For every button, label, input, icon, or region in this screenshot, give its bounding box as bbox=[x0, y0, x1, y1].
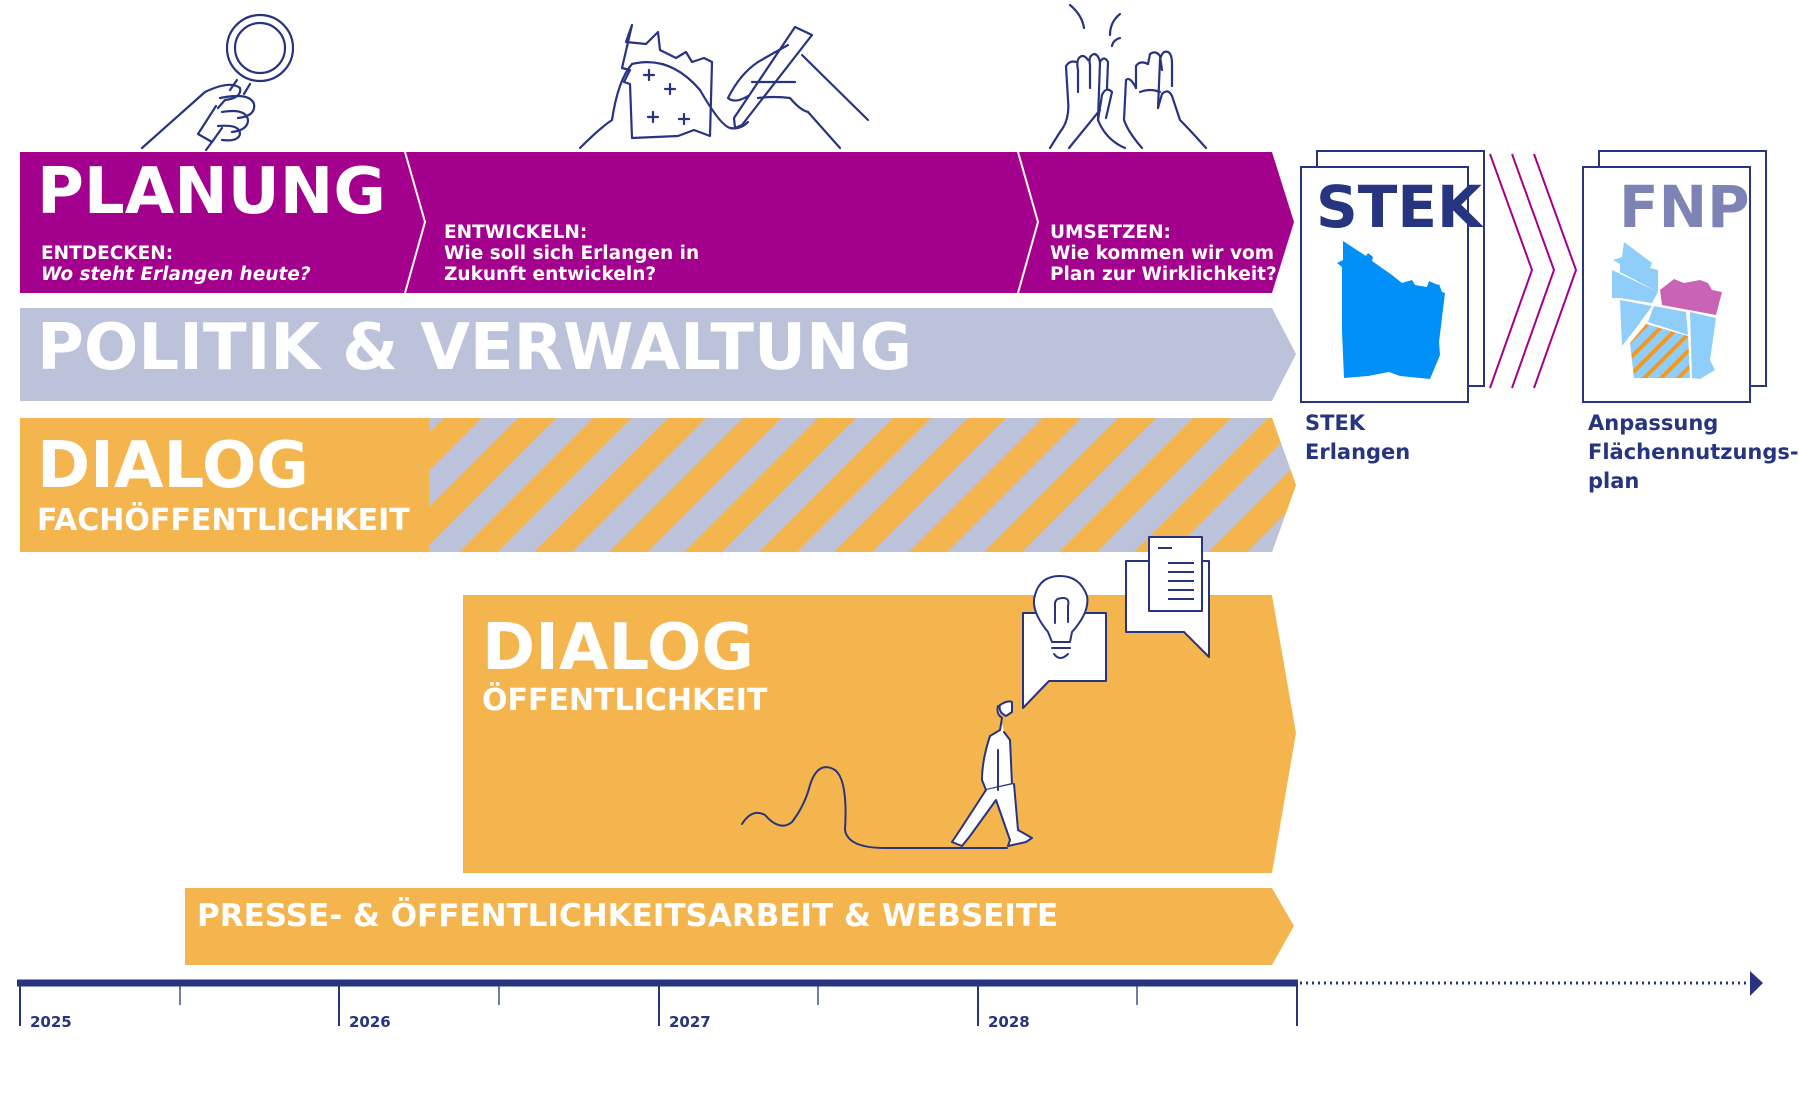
phase-entdecken: ENTDECKEN: Wo steht Erlangen heute? bbox=[41, 243, 311, 285]
transition-chevrons-icon bbox=[1489, 153, 1578, 389]
phase-label: UMSETZEN: bbox=[1050, 222, 1171, 243]
stek-document-icon bbox=[1300, 150, 1485, 403]
planung-title: PLANUNG bbox=[37, 155, 386, 229]
dialog-oeff-subtitle: ÖFFENTLICHKEIT bbox=[482, 683, 768, 718]
timeline-arrowhead-icon bbox=[1750, 971, 1763, 996]
phase-umsetzen: UMSETZEN: Wie kommen wir vom Plan zur Wi… bbox=[1050, 222, 1277, 285]
year-label-2028: 2028 bbox=[988, 1013, 1030, 1031]
walking-person-icon bbox=[741, 700, 1033, 849]
year-label-2027: 2027 bbox=[669, 1013, 711, 1031]
document-speech-icon bbox=[1125, 536, 1210, 658]
politik-title: POLITIK & VERWALTUNG bbox=[37, 311, 913, 385]
dialog-fach-title: DIALOG bbox=[37, 429, 309, 503]
high-five-icon bbox=[1048, 3, 1208, 150]
presse-title: PRESSE- & ÖFFENTLICHKEITSARBEIT & WEBSEI… bbox=[197, 898, 1059, 934]
phase-label: ENTDECKEN: bbox=[41, 243, 174, 264]
phase-question: Wo steht Erlangen heute? bbox=[41, 264, 311, 285]
magnifier-hand-icon bbox=[140, 13, 295, 152]
dialog-oeff-title: DIALOG bbox=[482, 611, 754, 685]
dialog-fach-bar bbox=[20, 418, 1296, 552]
drawing-map-hand-icon bbox=[578, 23, 870, 150]
year-label-2026: 2026 bbox=[349, 1013, 391, 1031]
year-label-2025: 2025 bbox=[30, 1013, 72, 1031]
stek-doc-title: STEK bbox=[1316, 173, 1482, 241]
politik-bar bbox=[20, 308, 1296, 401]
timeline-axis bbox=[17, 979, 1748, 1026]
planung-bar bbox=[20, 151, 1294, 294]
fnp-caption: Anpassung Flächennutzungs- plan bbox=[1588, 411, 1799, 493]
phase-question: Wie kommen wir vom Plan zur Wirklichkeit… bbox=[1050, 243, 1277, 285]
phase-entwickeln: ENTWICKELN: Wie soll sich Erlangen in Zu… bbox=[444, 222, 699, 285]
dialog-fach-subtitle: FACHÖFFENTLICHKEIT bbox=[37, 503, 410, 538]
lightbulb-speech-icon bbox=[1022, 575, 1107, 709]
fnp-doc-title: FNP bbox=[1619, 173, 1750, 241]
phase-question: Wie soll sich Erlangen in Zukunft entwic… bbox=[444, 243, 700, 285]
stek-caption: STEK Erlangen bbox=[1305, 411, 1411, 464]
phase-label: ENTWICKELN: bbox=[444, 222, 588, 243]
fnp-document-icon bbox=[1582, 150, 1767, 403]
presse-bar bbox=[185, 888, 1294, 965]
